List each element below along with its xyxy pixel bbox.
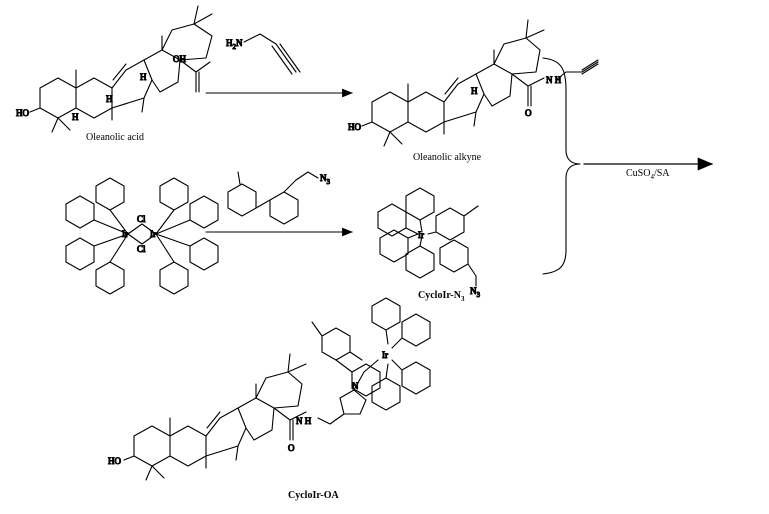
oa-o-atom: O <box>288 443 295 453</box>
propargylamine-structure <box>243 33 301 75</box>
cycloir-n3-structure <box>377 187 479 287</box>
oleanolic-acid-structure <box>29 5 213 133</box>
bipy-n3-atom: N3 <box>320 173 331 186</box>
oleanolic-acid-label: Oleanolic acid <box>86 132 145 143</box>
dimer-ir-atom-1: Ir <box>122 229 128 239</box>
oa-triazole-n-atom: N <box>352 381 359 391</box>
oa-nh-atom: N H <box>296 416 312 426</box>
cycloir-oa-label: CycloIr-OA <box>288 490 339 501</box>
oleanolic-alkyne-label: Oleanolic alkyne <box>413 152 482 163</box>
cycloir-n3-azide-atom: N3 <box>470 286 481 299</box>
convergence-bracket <box>542 57 581 275</box>
acid-ho-atom: HO <box>16 108 29 118</box>
cycloir-oa-structure <box>123 297 431 481</box>
alkyne-h-atom: H <box>471 86 478 96</box>
cycloir-n3-ir-atom: Ir <box>418 230 424 240</box>
bipyridine-azide-structure <box>227 171 319 225</box>
oleanolic-alkyne-structure <box>361 19 599 147</box>
acid-h-atom-1: H <box>140 72 147 82</box>
acid-h-atom-2: H <box>106 94 113 104</box>
acid-oh-atom: OH <box>173 54 186 64</box>
dimer-ir-atom-2: Ir <box>150 229 156 239</box>
alkyne-o-atom: O <box>525 108 532 118</box>
dimer-cl-atom-1: Cl <box>137 214 146 224</box>
acid-h-atom-3: H <box>72 112 79 122</box>
oa-ir-atom: Ir <box>382 350 388 360</box>
oa-ho-atom: HO <box>108 456 121 466</box>
iridium-dimer-structure <box>65 177 219 295</box>
cycloir-n3-label: CycloIr-N3 <box>418 290 465 303</box>
dimer-cl-atom-2: Cl <box>137 244 146 254</box>
alkyne-nh-atom: N H <box>546 75 562 85</box>
alkyne-ho-atom: HO <box>348 122 361 132</box>
amine-h2n-atom: H2N <box>226 38 243 51</box>
reagent-label: CuSO4/SA <box>626 168 670 181</box>
